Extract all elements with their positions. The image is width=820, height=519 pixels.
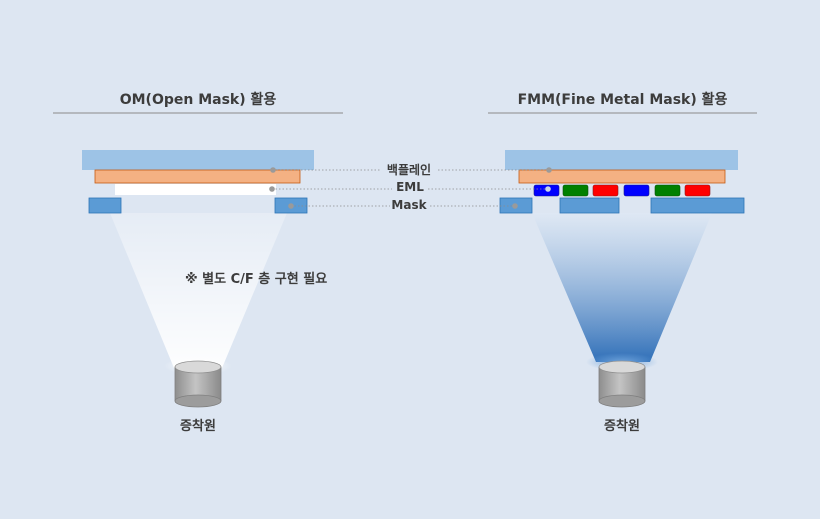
leader-dots	[269, 167, 552, 209]
leader-dot	[546, 167, 552, 173]
right-mask-middle	[559, 197, 620, 214]
right-evaporation-source	[598, 360, 646, 408]
label-backplane: 백플레인	[386, 163, 432, 177]
left-om-panel	[82, 150, 314, 408]
leader-dot	[288, 203, 294, 209]
leader-dot	[545, 186, 551, 192]
right-anode-layer	[518, 169, 726, 184]
subpixel-red	[592, 184, 619, 197]
left-mask-left	[88, 197, 122, 214]
subpixel-green	[562, 184, 589, 197]
right-backplane	[505, 150, 738, 170]
leader-dot	[269, 186, 275, 192]
subpixel-green	[654, 184, 681, 197]
label-leader-lines	[272, 169, 549, 207]
right-source-label: 증착원	[604, 419, 640, 434]
left-source-label: 증착원	[180, 419, 216, 434]
right-title: FMM(Fine Metal Mask) 활용	[517, 92, 728, 108]
left-anode-layer	[94, 169, 301, 184]
right-mask-right	[650, 197, 745, 214]
subpixel-red	[684, 184, 711, 197]
label-mask: Mask	[391, 198, 427, 212]
left-evaporation-source	[174, 360, 222, 408]
label-eml: EML	[396, 180, 424, 194]
leader-dot	[270, 167, 276, 173]
left-deposition-beam	[110, 213, 287, 368]
left-backplane	[82, 150, 314, 170]
leader-dot	[512, 203, 518, 209]
left-white-eml	[115, 184, 276, 195]
left-note: ※ 별도 C/F 층 구현 필요	[185, 272, 328, 287]
left-title: OM(Open Mask) 활용	[119, 92, 277, 108]
right-fmm-panel	[499, 150, 745, 408]
right-rgb-subpixels	[533, 184, 711, 197]
subpixel-blue	[623, 184, 650, 197]
right-deposition-beam	[532, 213, 712, 362]
